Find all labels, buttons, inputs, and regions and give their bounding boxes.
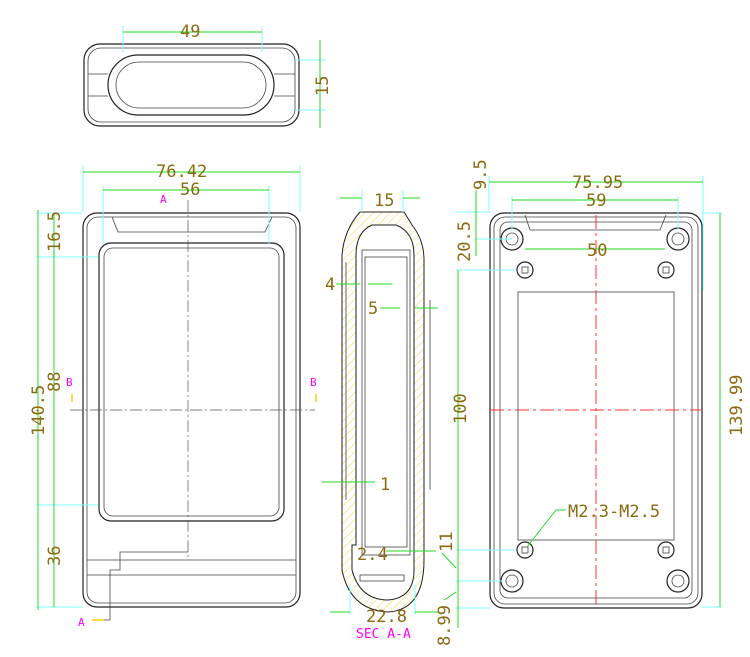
section-mark-a-top: A <box>160 193 167 206</box>
top-height-dim: 15 <box>313 76 333 96</box>
hole-spacing-top-dim: 59 <box>586 191 606 211</box>
hole-offset-dim: 20.5 <box>455 221 475 262</box>
top-width-dim: 49 <box>180 22 200 42</box>
section-view: 15 4 5 1 2.4 22.8 SEC A-A 11 8.99 <box>322 190 457 646</box>
bottom-width-dim: 22.8 <box>366 607 407 627</box>
inner-height-dim: 100 <box>451 393 471 424</box>
section-top-width-dim: 15 <box>374 191 394 211</box>
section-mark-a-bottom: A <box>78 616 85 629</box>
front-view: 76.42 56 A 16.5 140.5 88 36 B B A <box>29 162 317 629</box>
top-view: 49 15 <box>83 22 333 128</box>
hole-spacing-inner-dim: 50 <box>587 241 607 261</box>
section-mark-b-right: B <box>310 376 317 389</box>
wall-4-dim: 4 <box>325 275 335 295</box>
window-width-dim: 56 <box>180 180 200 200</box>
dim-8-99: 8.99 <box>435 605 455 646</box>
wall-1-dim: 1 <box>380 475 390 495</box>
window-height-dim: 88 <box>45 372 65 392</box>
top-offset-dim: 9.5 <box>471 159 491 190</box>
top-margin-dim: 16.5 <box>45 211 65 252</box>
back-view: 75.95 59 50 9.5 20.5 100 139.99 M2.3-M2.… <box>451 159 747 628</box>
total-height-dim: 139.99 <box>727 375 747 436</box>
wall-5-dim: 5 <box>368 299 378 319</box>
dim-11: 11 <box>437 532 457 552</box>
bottom-margin-dim: 36 <box>45 546 65 566</box>
section-title: SEC A-A <box>356 627 411 642</box>
front-width-dim: 76.42 <box>156 162 207 182</box>
gap-2-4-dim: 2.4 <box>357 545 388 565</box>
section-mark-b-left: B <box>66 376 73 389</box>
total-height-dim: 140.5 <box>29 385 49 436</box>
screw-note: M2.3-M2.5 <box>568 502 660 522</box>
back-width-dim: 75.95 <box>572 173 623 193</box>
